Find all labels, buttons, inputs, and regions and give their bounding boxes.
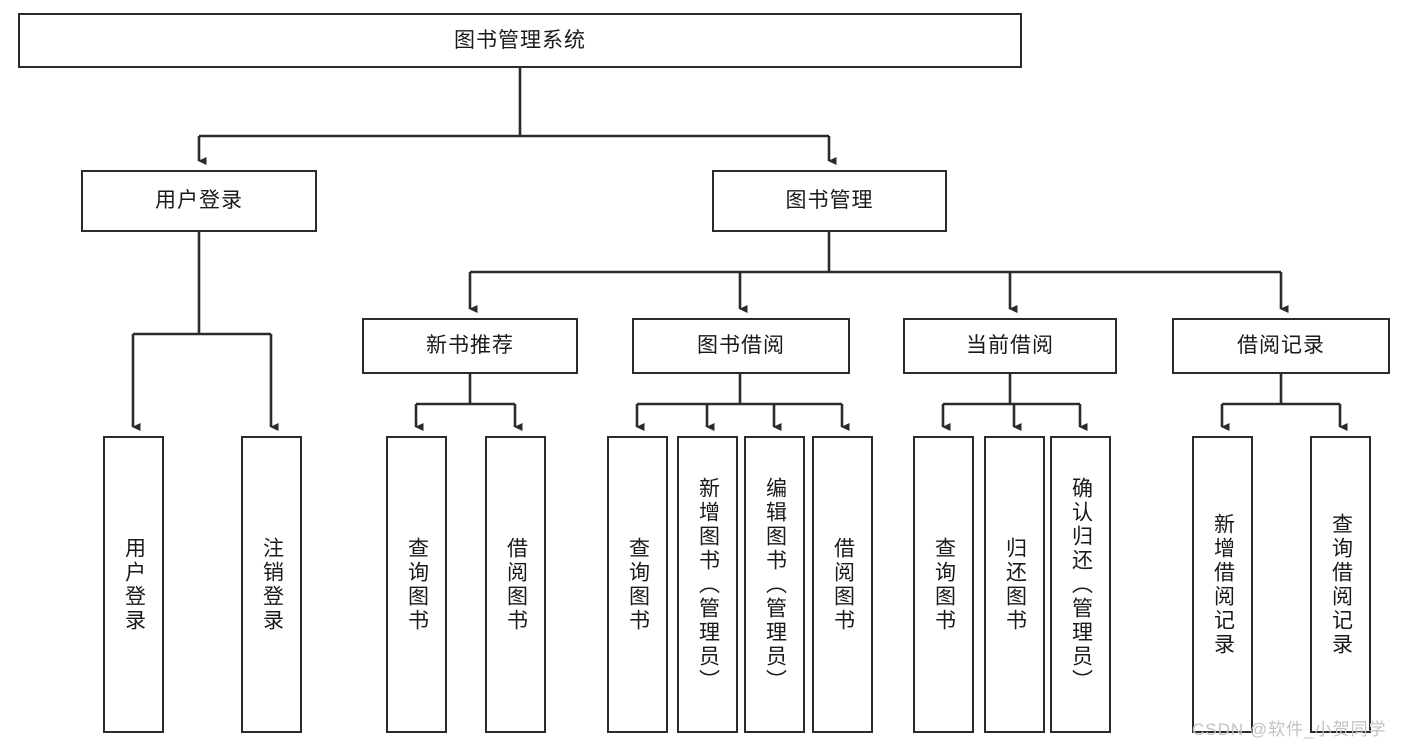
- node-bookmgr[interactable]: 图书管理: [712, 170, 947, 232]
- node-label: 图书借阅: [697, 334, 785, 358]
- node-label: 查询图书: [626, 536, 650, 633]
- node-root[interactable]: 图书管理系统: [18, 13, 1022, 68]
- node-leaf5[interactable]: 查询图书: [607, 436, 668, 733]
- node-leaf13[interactable]: 查询借阅记录: [1310, 436, 1371, 733]
- node-leaf4[interactable]: 借阅图书: [485, 436, 546, 733]
- node-label: 确认归还（管理员）: [1069, 476, 1093, 693]
- node-leaf6[interactable]: 新增图书（管理员）: [677, 436, 738, 733]
- node-label: 查询借阅记录: [1329, 512, 1353, 657]
- node-label: 归还图书: [1003, 536, 1027, 633]
- node-label: 图书管理系统: [454, 28, 586, 52]
- node-label: 新增图书（管理员）: [696, 476, 720, 693]
- node-leaf3[interactable]: 查询图书: [386, 436, 447, 733]
- node-record[interactable]: 借阅记录: [1172, 318, 1390, 374]
- node-leaf11[interactable]: 确认归还（管理员）: [1050, 436, 1111, 733]
- node-label: 新书推荐: [426, 334, 514, 358]
- node-leaf9[interactable]: 查询图书: [913, 436, 974, 733]
- node-label: 借阅记录: [1237, 334, 1325, 358]
- node-label: 图书管理: [785, 189, 874, 213]
- node-label: 查询图书: [405, 536, 429, 633]
- node-leaf2[interactable]: 注销登录: [241, 436, 302, 733]
- node-current[interactable]: 当前借阅: [903, 318, 1117, 374]
- node-label: 注销登录: [260, 536, 284, 633]
- node-leaf7[interactable]: 编辑图书（管理员）: [744, 436, 805, 733]
- node-leaf8[interactable]: 借阅图书: [812, 436, 873, 733]
- node-label: 用户登录: [155, 189, 243, 213]
- node-leaf1[interactable]: 用户登录: [103, 436, 164, 733]
- node-borrow[interactable]: 图书借阅: [632, 318, 850, 374]
- node-newbook[interactable]: 新书推荐: [362, 318, 578, 374]
- node-label: 用户登录: [122, 536, 146, 633]
- node-label: 借阅图书: [831, 536, 855, 633]
- node-login[interactable]: 用户登录: [81, 170, 317, 232]
- node-label: 借阅图书: [504, 536, 528, 633]
- node-label: 查询图书: [932, 536, 956, 633]
- node-leaf12[interactable]: 新增借阅记录: [1192, 436, 1253, 733]
- node-label: 新增借阅记录: [1211, 512, 1235, 657]
- node-leaf10[interactable]: 归还图书: [984, 436, 1045, 733]
- node-label: 当前借阅: [966, 334, 1054, 358]
- watermark-text: CSDN @软件_小贺同学: [1192, 720, 1387, 739]
- node-label: 编辑图书（管理员）: [763, 476, 787, 693]
